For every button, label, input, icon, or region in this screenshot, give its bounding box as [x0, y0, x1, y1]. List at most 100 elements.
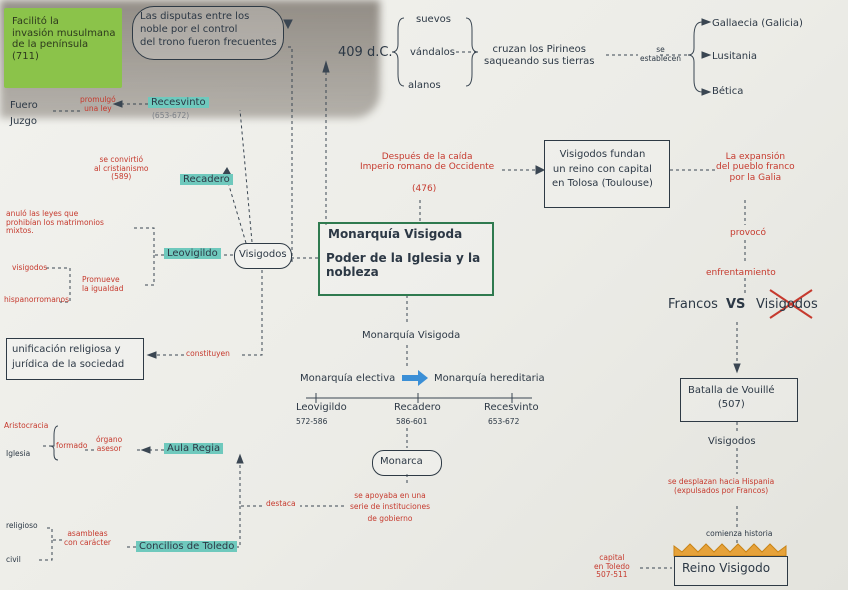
monarquia-hereditaria-label: Monarquía hereditaria: [434, 373, 545, 384]
concilios-label: Concilios de Toledo: [136, 541, 238, 552]
francos-label: Francos: [668, 297, 718, 312]
connector-leovigildo-branches: [134, 227, 164, 256]
region-betica: Bética: [712, 86, 744, 97]
constituyen-label: constituyen: [186, 349, 230, 358]
reino-visigodo-box: [674, 556, 788, 586]
regions-brace: [687, 21, 703, 93]
monarquia-electiva-label: Monarquía electiva: [300, 373, 396, 384]
provoco-label: provocó: [730, 228, 767, 238]
recadero-highlight: Recadero: [180, 174, 233, 186]
aristocracia-label: Aristocracia: [4, 421, 49, 430]
destaca-label: destaca: [266, 499, 296, 508]
reino-visigodo-text: Reino Visigodo: [682, 561, 771, 575]
aula-brace: [49, 425, 59, 461]
arrowhead-unificacion: [146, 351, 157, 359]
monarquia-visigoda-label: Monarquía Visigoda: [362, 330, 461, 341]
people-vandalos: vándalos: [410, 47, 455, 58]
visigodos-crossed-label: Visigodos: [756, 297, 818, 312]
promueve-text: Promueve la igualdad: [82, 275, 124, 293]
aula-regia-label: Aula Regia: [164, 443, 224, 454]
center-subtitle: Poder de la Iglesia y la nobleza: [326, 251, 481, 279]
monarca-text: Monarca: [380, 456, 423, 467]
king-name-leovigildo: Leovigildo: [296, 402, 347, 413]
region-gallaecia: Gallaecia (Galicia): [712, 18, 803, 29]
unificacion-box: [6, 338, 144, 380]
king-name-recesvinto: Recesvinto: [484, 402, 539, 413]
fuero-juzgo: Fuero Juzgo: [10, 100, 38, 127]
recesvinto-label: Recesvinto: [148, 97, 209, 108]
center-title: Monarquía Visigoda: [328, 227, 463, 241]
arrowhead-recesvinto: [112, 100, 123, 108]
arrowhead-concilios: [236, 453, 244, 464]
visigodos-right-label: Visigodos: [708, 436, 756, 447]
hispanorromanos-label: hispanorromanos: [4, 295, 70, 304]
arrowhead-regions-top: [701, 18, 712, 26]
connector-asambleas-bracket: [46, 527, 62, 541]
peoples-right-brace: [465, 17, 479, 87]
battle-box: [680, 378, 798, 422]
comienza-historia-label: comienza historia: [706, 529, 773, 538]
connector-leovigildo-promueve: [143, 255, 155, 286]
king-years-recadero: 586-601: [396, 417, 428, 426]
monarca-node: [372, 450, 442, 476]
enfrentamiento-label: enfrentamiento: [706, 268, 776, 278]
disputes-cloud-text: Las disputas entre los noble por el cont…: [140, 11, 277, 48]
blue-transition-arrow: [402, 370, 428, 386]
connector-destaca-bracket: [239, 455, 262, 507]
battle-text: Batalla de Vouillé (507): [688, 385, 775, 410]
concilios-highlight: Concilios de Toledo: [136, 541, 238, 553]
peoples-action: cruzan los Pirineos saqueando sus tierra…: [484, 44, 595, 67]
apoyaba-text: se apoyaba en una serie de instituciones…: [350, 491, 430, 523]
visigodos-small-label: visigodos: [12, 263, 48, 272]
arrowhead-cloud: [283, 19, 293, 30]
desplazan-text: se desplazan hacia Hispania (expulsados …: [668, 477, 775, 495]
king-name-recadero: Recadero: [394, 402, 441, 413]
recadero-label: Recadero: [180, 174, 233, 185]
religioso-label: religioso: [6, 521, 38, 530]
tolosa-box: [544, 140, 670, 208]
king-years-recesvinto: 653-672: [488, 417, 520, 426]
disputes-cloud: [132, 6, 284, 60]
recesvinto-years: (653-672): [152, 111, 190, 120]
arrowhead-regions-low: [701, 88, 712, 96]
connector-asambleas-bracket-low: [36, 540, 53, 561]
tolosa-text: Visigodos fundan un reino con capital en…: [552, 149, 653, 189]
crown-decoration: [673, 543, 787, 557]
arrowhead-aula: [140, 446, 151, 454]
aula-regia-highlight: Aula Regia: [164, 443, 224, 455]
people-alanos: alanos: [408, 80, 441, 91]
roman-fall-text: Después de la caída Imperio romano de Oc…: [360, 152, 495, 173]
capital-toledo-text: capital en Toledo 507-511: [594, 553, 630, 580]
king-years-leovigildo: 572-586: [296, 417, 328, 426]
connector-cloud-right: [288, 46, 293, 262]
leovigildo-label: Leovigildo: [164, 248, 221, 259]
arrowhead-battle: [733, 363, 741, 374]
settle-label: se establecen: [640, 45, 682, 63]
recesvinto-highlight: Recesvinto: [148, 97, 209, 109]
leovigildo-highlight: Leovigildo: [164, 248, 221, 260]
civil-label: civil: [6, 555, 21, 564]
connector-destaca-bracket-low: [232, 506, 241, 548]
peoples-brace: [391, 17, 405, 87]
formado-label: formado: [56, 441, 88, 450]
connector-visigodos-recadero: [227, 181, 247, 244]
strike-visigodos: [769, 289, 813, 319]
connector-peoples-promueve: [46, 267, 71, 303]
iglesia-label: Iglesia: [6, 449, 31, 458]
arrowhead-409: [322, 60, 330, 73]
visigodos-node-text: Visigodos: [239, 249, 287, 260]
se-convirtio-text: se convirtió al cristianismo (589): [94, 155, 149, 182]
green-sticky-note: [4, 8, 122, 88]
organo-asesor-text: órgano asesor: [96, 435, 123, 453]
arrowhead-regions-mid: [701, 51, 712, 59]
visigodos-node: [234, 243, 292, 269]
expansion-text: La expansión del pueblo franco por la Ga…: [716, 152, 795, 183]
sticky-note-text: Facilitó la invasión musulmana de la pen…: [12, 16, 116, 62]
connector-visigodos-constituyen: [240, 270, 263, 356]
region-lusitania: Lusitania: [712, 51, 758, 62]
year-409: 409 d.C.: [338, 45, 393, 60]
center-box: [318, 222, 494, 296]
anulo-text: anuló las leyes que prohibían los matrim…: [6, 209, 104, 236]
